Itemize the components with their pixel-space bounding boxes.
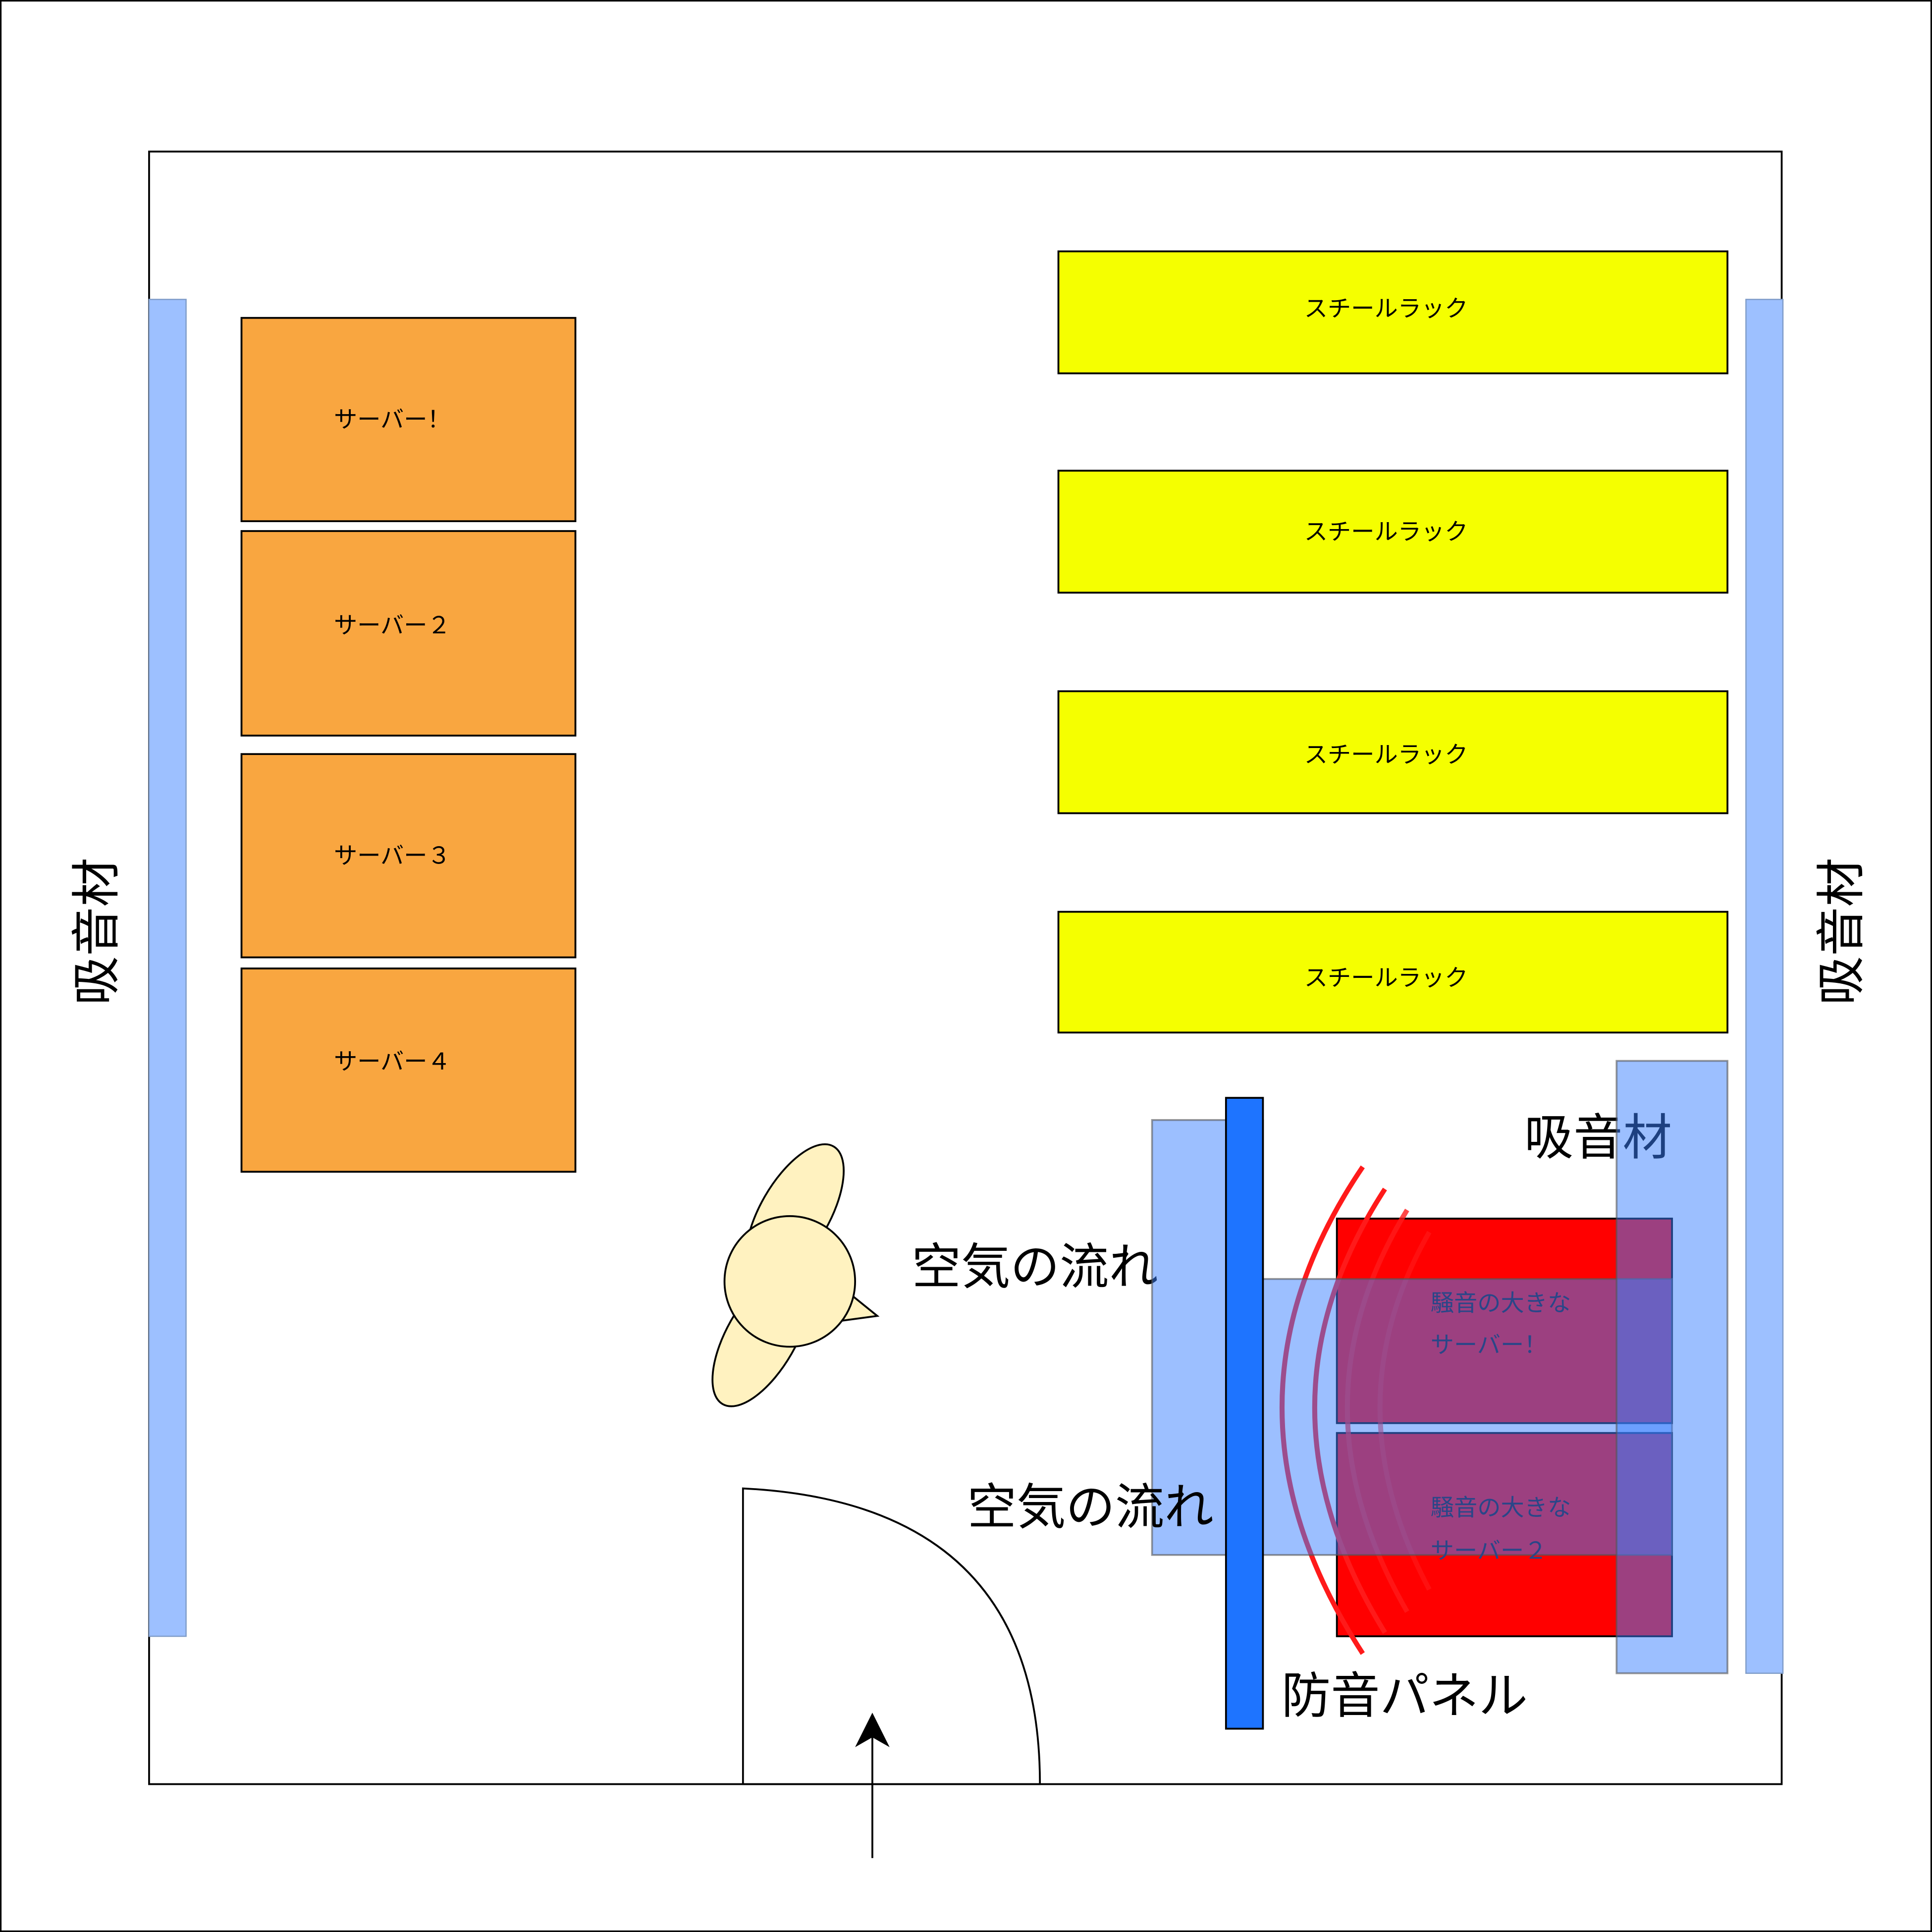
noisy-server-label-line2: サーバー２ [1431,1537,1548,1564]
steel-rack-2[interactable]: スチールラック [1057,470,1728,594]
right-absorber-label: 吸音材 [1813,858,1870,1005]
noisy-server-label-line1: 騒音の大きな [1431,1494,1571,1521]
panel-label: 防音パネル [1282,1667,1528,1724]
left-absorber-label: 吸音材 [68,858,125,1005]
server-label: サーバー４ [334,1048,451,1075]
rack-box[interactable] [1057,911,1728,1034]
server-3[interactable]: サーバー３ [240,753,577,959]
left-sound-absorber[interactable] [148,299,187,1637]
airflow-label-1: 空気の流れ [912,1239,1158,1296]
rack-box[interactable] [1057,690,1728,814]
server-2[interactable]: サーバー２ [240,530,577,737]
airflow-label-2: 空気の流れ [967,1479,1213,1536]
rack-label: スチールラック [1304,742,1468,769]
server-box[interactable] [240,967,577,1173]
server-box[interactable] [240,753,577,959]
arrow-up-icon [855,1713,890,1747]
server-1[interactable]: サーバー！ [240,317,577,522]
steel-rack-3[interactable]: スチールラック [1057,690,1728,814]
rack-label: スチールラック [1304,295,1468,322]
server-box[interactable] [240,317,577,522]
fan-icon[interactable] [693,1129,880,1421]
steel-rack-4[interactable]: スチールラック [1057,911,1728,1034]
noisy-server-2[interactable]: 騒音の大きな サーバー２ [1431,1494,1571,1564]
rack-box[interactable] [1057,470,1728,594]
server-box[interactable] [240,530,577,737]
server-label: サーバー３ [334,843,451,870]
soundproof-panel[interactable] [1225,1097,1264,1730]
noisy-server-label-line2: サーバー！ [1431,1332,1548,1359]
rack-label: スチールラック [1304,518,1468,545]
server-4[interactable]: サーバー４ [240,967,577,1173]
steel-rack-1[interactable]: スチールラック [1057,250,1728,375]
rack-box[interactable] [1057,250,1728,375]
noisy-server-label-line1: 騒音の大きな [1431,1289,1571,1317]
noisy-server-1[interactable]: 騒音の大きな サーバー！ [1431,1289,1571,1359]
right-sound-absorber[interactable] [1745,299,1784,1674]
rack-label: スチールラック [1304,965,1468,992]
corner-sound-absorber[interactable] [1615,1060,1728,1674]
server-label: サーバー！ [334,406,451,433]
door[interactable] [742,1487,1041,1785]
server-label: サーバー２ [334,612,451,639]
